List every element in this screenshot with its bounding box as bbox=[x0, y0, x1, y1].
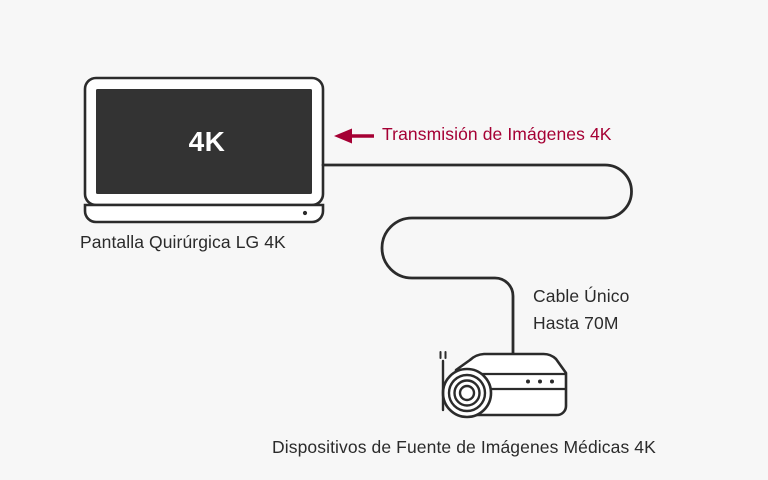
transmission-arrow-icon bbox=[334, 128, 374, 144]
medical-imaging-source-device-icon bbox=[439, 351, 568, 419]
lens-ring-outer bbox=[441, 367, 493, 419]
device-status-dot-3 bbox=[550, 379, 554, 384]
surgical-monitor-icon bbox=[83, 76, 325, 224]
device-status-dot-2 bbox=[538, 379, 542, 384]
monitor-screen bbox=[96, 89, 312, 194]
single-cable-path bbox=[321, 163, 633, 362]
lens-ring-mid-inner bbox=[453, 379, 481, 407]
source-device-caption: Dispositivos de Fuente de Imágenes Médic… bbox=[272, 437, 656, 457]
cable-label-line-1: Cable Único bbox=[533, 286, 630, 306]
monitor-screen-resolution-text: 4K bbox=[188, 126, 226, 157]
monitor-caption: Pantalla Quirúrgica LG 4K bbox=[80, 232, 286, 252]
device-status-dot-1 bbox=[526, 379, 530, 384]
lens-ring-inner bbox=[458, 384, 476, 402]
arrow-head bbox=[334, 128, 352, 144]
monitor-indicator-dot bbox=[302, 210, 308, 216]
cable-label-line-2: Hasta 70M bbox=[533, 313, 619, 333]
lens-ring-mid-outer bbox=[447, 373, 487, 413]
monitor-base bbox=[83, 203, 325, 224]
transmission-label: Transmisión de Imágenes 4K bbox=[382, 124, 612, 144]
